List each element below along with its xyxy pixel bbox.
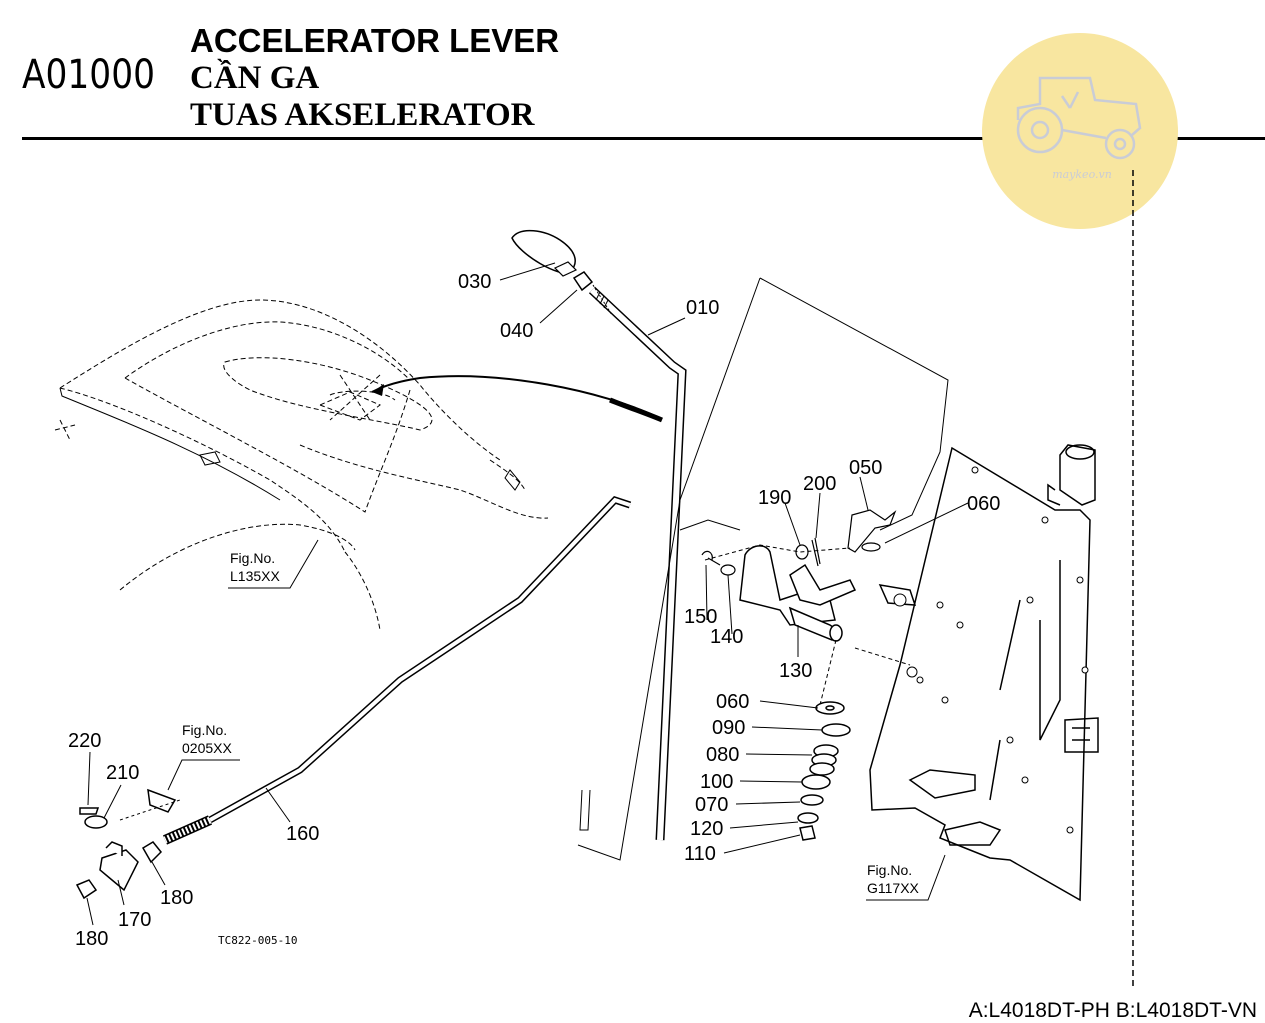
header-rule [22, 137, 1265, 140]
part-number: 170 [118, 909, 151, 931]
fig-label: Fig.No. [182, 722, 227, 738]
part-number: 050 [849, 457, 882, 479]
model-footer: A:L4018DT-PH B:L4018DT-VN [968, 999, 1257, 1022]
leader-lines [86, 262, 969, 926]
title-indonesian: TUAS AKSELERATOR [190, 97, 535, 133]
fig-ref-0205xx: Fig.No. 0205XX [167, 722, 240, 791]
part-number: 070 [695, 794, 728, 816]
part-number: 190 [758, 487, 791, 509]
fig-ref-l135xx: Fig.No. L135XX [228, 539, 319, 589]
part-number: 200 [803, 473, 836, 495]
hood-solid-lines [59, 387, 521, 501]
hood-outline [54, 299, 549, 631]
fig-code: 0205XX [182, 740, 232, 756]
fig-label: Fig.No. [867, 862, 912, 878]
fig-ref-g117xx: Fig.No. G117XX [866, 854, 946, 901]
part-number: 220 [68, 730, 101, 752]
part-number: 210 [106, 762, 139, 784]
part-number: 040 [500, 320, 533, 342]
part-number: 140 [710, 626, 743, 648]
watermark-text: maykeo.vn [1052, 168, 1112, 181]
assembly-axis-lines [704, 544, 911, 706]
part-numbers: 010 030 040 050 060 190 200 150 140 130 … [68, 271, 1000, 950]
part-number: 100 [700, 771, 733, 793]
main-frame-bracket [869, 444, 1099, 902]
accelerator-lever-rod [511, 229, 687, 841]
frame-holes [893, 466, 1089, 834]
fitting-axis [119, 799, 181, 821]
part-number: 090 [712, 717, 745, 739]
location-arrow [371, 375, 663, 423]
fig-code: L135XX [230, 568, 280, 584]
spring-washer-stack [797, 701, 851, 841]
part-number: 150 [684, 606, 717, 628]
small-parts-150-190-200 [701, 509, 897, 576]
title-vietnamese: CẦN GA [190, 60, 320, 96]
part-number: 160 [286, 823, 319, 845]
part-number: 180 [160, 887, 193, 909]
watermark-logo: maykeo.vn [982, 33, 1178, 229]
part-number: 130 [779, 660, 812, 682]
section-code: A01000 [22, 52, 155, 98]
lever-bracket-140 [739, 545, 857, 642]
part-number: 060 [716, 691, 749, 713]
part-number: 030 [458, 271, 491, 293]
throttle-rod-160 [162, 495, 632, 845]
drawing-code: TC822-005-10 [218, 934, 297, 947]
bracket-plate-outline [577, 277, 949, 861]
end-fittings [75, 788, 177, 900]
part-number: 080 [706, 744, 739, 766]
part-number: 180 [75, 928, 108, 950]
part-number: 060 [967, 493, 1000, 515]
part-number: 110 [684, 843, 716, 865]
part-number: 010 [686, 297, 719, 319]
title-english: ACCELERATOR LEVER [190, 22, 560, 59]
fig-code: G117XX [867, 880, 920, 896]
fig-label: Fig.No. [230, 550, 275, 566]
part-number: 120 [690, 818, 723, 840]
